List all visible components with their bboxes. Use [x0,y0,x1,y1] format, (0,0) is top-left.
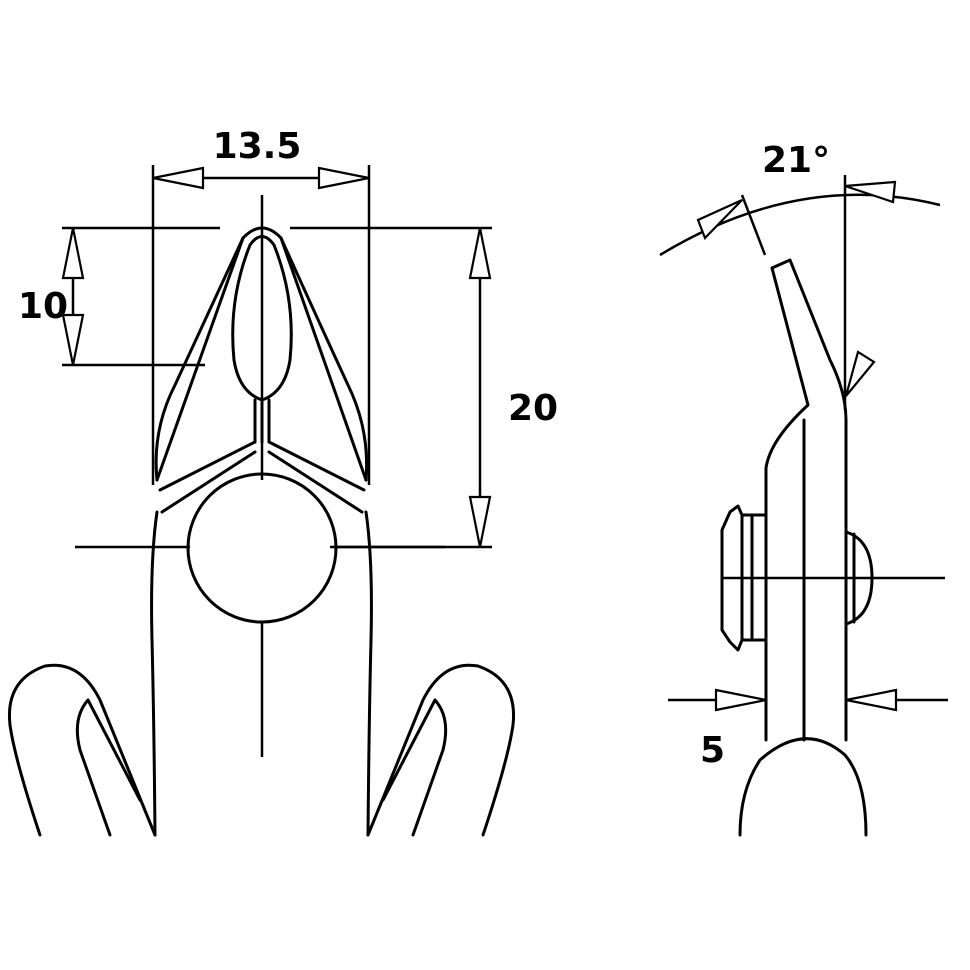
arrowhead-right [317,166,370,190]
arrowhead-bottom [61,313,85,366]
right-shoulder-line [267,440,366,492]
right-jaw-curve [279,236,369,482]
jaw-front-edge [770,258,848,742]
arrowhead-top [61,227,85,280]
side-handle-profile [738,737,868,837]
arrowhead-left [152,166,205,190]
left-handle [7,663,157,837]
jaw-width-label: 13.5 [213,126,302,167]
left-shoulder-line [158,440,257,492]
angled-reference-line [740,194,767,256]
body-left-side [150,510,159,837]
dimension-head-length: 20 [290,226,558,549]
dimension-cutting-length: 10 [18,226,220,367]
left-jaw-curve [154,236,245,482]
right-handle [366,663,516,837]
rivet-head-left [720,504,768,652]
body-right-side [364,510,373,837]
right-handle-outer [366,663,516,837]
arrowhead-right [845,688,898,712]
front-view: 13.5 10 20 [7,126,558,837]
side-view: 21° 5 [659,140,948,837]
jaw-back-edge [764,266,810,742]
cutting-length-label: 10 [18,286,68,327]
arrowhead-top [468,227,492,280]
dimension-head-angle: 21° [659,140,941,410]
dimension-head-thickness: 5 [668,688,948,771]
side-jaw-profile [764,258,848,742]
left-shoulder-line-2 [160,450,257,514]
plier-head-outline [150,226,373,837]
head-length-label: 20 [508,388,558,429]
arrowhead-right [844,180,897,204]
left-handle-inner [75,698,142,837]
arrowhead-left [714,688,767,712]
cutting-blade-outline [231,235,293,402]
angle-arc [659,193,941,257]
arrowhead-left [696,198,743,240]
cutting-edge-arrow [844,350,876,397]
left-handle-outer [7,663,157,837]
head-angle-label: 21° [762,140,830,181]
arrowhead-bottom [468,495,492,548]
dimension-jaw-width: 13.5 [151,126,371,485]
head-thickness-label: 5 [700,730,725,771]
right-shoulder-line-2 [267,450,364,514]
left-jaw-edge [155,236,245,482]
right-handle-inner [381,698,448,837]
pivot-joint [186,472,338,624]
